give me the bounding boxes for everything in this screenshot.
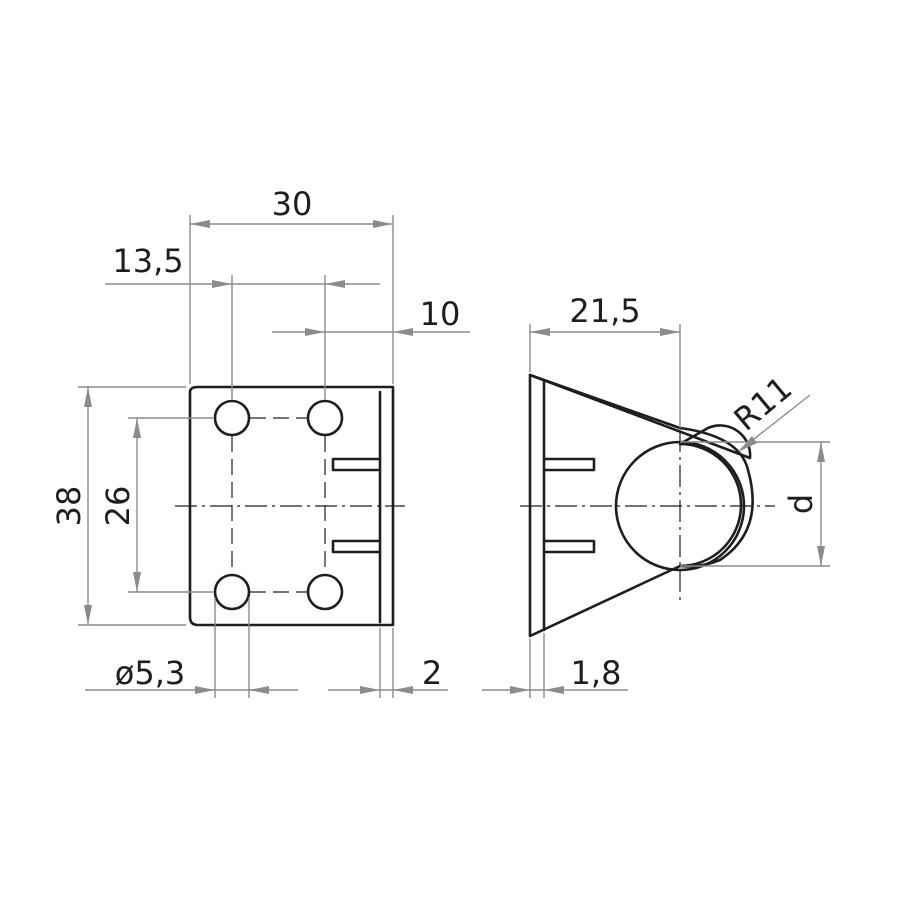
side-dimensions: 21,5 R11 d 1,8 (482, 292, 830, 698)
arrow-2-left (360, 686, 380, 694)
dim-label-2: 2 (422, 654, 442, 692)
arrow-30-left (190, 220, 210, 228)
dim-label-10: 10 (420, 295, 461, 333)
dim-label-r11: R11 (727, 369, 800, 439)
side-slot-top (542, 457, 596, 472)
dim-label-dia: ø5,3 (115, 654, 185, 692)
arrow-26-top (133, 418, 141, 438)
front-dimensions: 30 13,5 10 38 26 ø5,3 (50, 185, 470, 698)
hole-top-left (213, 399, 251, 437)
arrow-10-right (393, 328, 413, 336)
arrow-1-8-left (510, 686, 530, 694)
arrow-d-top (817, 442, 825, 462)
dim-label-21-5: 21,5 (569, 292, 640, 330)
arrow-30-right (373, 220, 393, 228)
arrow-r11 (738, 436, 757, 452)
dim-label-13-5: 13,5 (112, 242, 183, 280)
dim-label-38: 38 (50, 486, 88, 527)
arrow-13-5-left (212, 280, 232, 288)
dim-label-d: d (782, 494, 820, 514)
dim-label-26: 26 (99, 486, 137, 527)
front-slot-top (331, 457, 382, 472)
hole-bottom-right (306, 573, 344, 611)
side-taper-top (528, 373, 682, 430)
arrow-21-5-left (530, 328, 550, 336)
side-view (520, 373, 775, 638)
side-slot-bottom (542, 539, 596, 554)
front-slot-bottom (331, 539, 382, 554)
hole-bottom-left (213, 573, 251, 611)
arrow-2-right (393, 686, 413, 694)
arrow-10-left (305, 328, 325, 336)
dim-label-1-8: 1,8 (571, 654, 622, 692)
side-body-outline (528, 373, 752, 638)
hole-top-right (306, 399, 344, 437)
arrow-26-bottom (133, 572, 141, 592)
arrow-38-bottom (84, 605, 92, 625)
front-plate-outline (188, 385, 395, 627)
arrow-dia-right (249, 686, 269, 694)
arrow-21-5-right (660, 328, 680, 336)
front-view (175, 385, 405, 627)
dim-label-30: 30 (272, 185, 313, 223)
arrow-13-5-right (325, 280, 345, 288)
arrow-1-8-right (544, 686, 564, 694)
arrow-38-top (84, 387, 92, 407)
arrow-dia-left (195, 686, 215, 694)
arrow-d-bottom (817, 546, 825, 566)
